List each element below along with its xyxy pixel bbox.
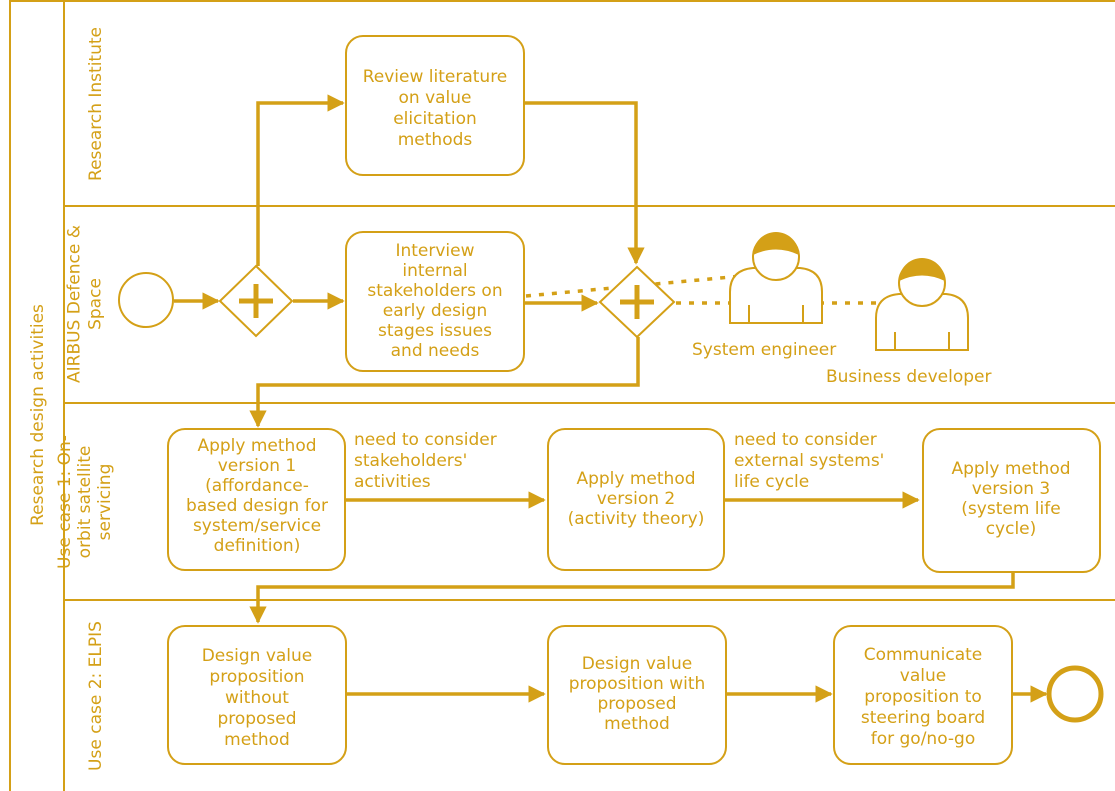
flow-apply3-to-design1 <box>249 572 1015 624</box>
pool <box>9 0 1115 791</box>
text-line: version 3 <box>972 479 1050 499</box>
text-line: proposition to <box>864 687 982 707</box>
text-line: definition) <box>214 536 301 556</box>
text-line: Apply method <box>576 469 695 489</box>
pool-label: Research design activities <box>28 304 48 526</box>
text-line: Apply method <box>197 436 316 456</box>
text-line: and needs <box>391 341 480 361</box>
parallel-gateway-join <box>598 265 676 339</box>
end-event <box>1046 665 1104 723</box>
text-line: activities <box>354 472 431 492</box>
text-line: servicing <box>95 464 115 541</box>
lane-label-use-case-2: Use case 2: ELPIS <box>86 621 106 771</box>
text-line: need to consider <box>734 430 877 450</box>
lane-label-research-institute: Research Institute <box>86 27 106 181</box>
text-line: Communicate <box>864 645 983 665</box>
text-line: proposed <box>217 709 296 729</box>
text-line: orbit satellite <box>75 446 95 559</box>
person-icon-system-engineer <box>729 232 823 324</box>
text-line: on value <box>398 88 471 108</box>
flow-gateway1-to-review <box>256 94 345 266</box>
lane-label-use-case-1: Use case 1: On-orbit satelliteservicing <box>55 435 115 569</box>
text-line: steering board <box>861 708 985 728</box>
text-line: Design value <box>582 654 693 674</box>
text-line: life cycle <box>734 472 809 492</box>
lane-label-airbus: AIRBUS Defence &Space <box>65 225 106 383</box>
text-line: need to consider <box>354 430 497 450</box>
text-line: methods <box>398 130 473 150</box>
text-line: Apply method <box>951 459 1070 479</box>
text-line: Interview <box>395 241 474 261</box>
text-line: Design value <box>202 646 313 666</box>
text-line: early design <box>383 301 487 321</box>
text-line: Review literature <box>363 67 508 87</box>
flow-review-to-gateway2 <box>524 101 645 265</box>
text-line: system/service <box>193 516 321 536</box>
text-line: (affordance- <box>205 476 309 496</box>
person-icon-business-developer <box>875 258 969 351</box>
text-line: version 2 <box>597 489 675 509</box>
flow-gateway2-to-apply1 <box>249 337 640 428</box>
text-line: stakeholders' <box>354 451 467 471</box>
text-line: internal <box>402 261 467 281</box>
parallel-gateway-split <box>218 264 294 338</box>
text-line: stages issues <box>378 321 492 341</box>
text-line: proposition with <box>569 674 706 694</box>
text-line: method <box>604 714 670 734</box>
text-line: method <box>224 730 290 750</box>
actor-label-business-developer: Business developer <box>826 367 992 387</box>
associations <box>525 274 904 305</box>
text-line: proposition <box>209 667 304 687</box>
start-event <box>118 272 174 328</box>
text-line: value <box>900 666 946 686</box>
text-line: proposed <box>597 694 676 714</box>
text-line: Space <box>86 278 106 330</box>
text-line: Use case 1: On- <box>55 435 75 569</box>
text-line: cycle) <box>986 519 1037 539</box>
text-line: external systems' <box>734 451 884 471</box>
text-line: Research Institute <box>86 27 106 181</box>
text-line: elicitation <box>393 109 477 129</box>
text-line: Use case 2: ELPIS <box>86 621 106 771</box>
text-line: for go/no-go <box>871 729 976 749</box>
text-line: AIRBUS Defence & <box>65 225 85 383</box>
text-line: (activity theory) <box>568 509 705 529</box>
text-line: based design for <box>186 496 328 516</box>
text-line: (system life <box>961 499 1060 519</box>
sequence-flows <box>174 94 1048 703</box>
text-line: without <box>225 688 289 708</box>
text-line: version 1 <box>218 456 296 476</box>
text-line: stakeholders on <box>367 281 502 301</box>
actor-label-system-engineer: System engineer <box>692 340 836 360</box>
